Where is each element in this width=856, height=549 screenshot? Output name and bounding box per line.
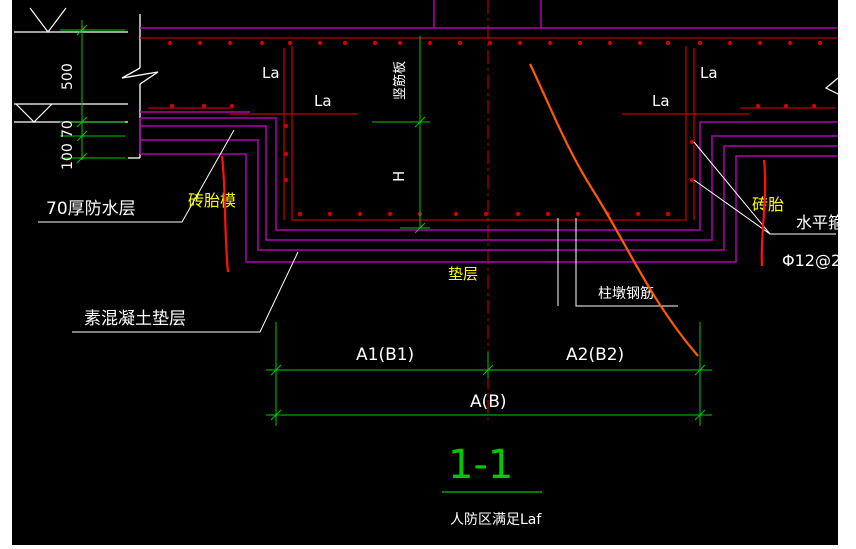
rebar-spec-label: Φ12@2 bbox=[782, 251, 841, 270]
left-dimension-chain bbox=[60, 20, 125, 164]
waterproof-layer-label: 70厚防水层 bbox=[46, 199, 136, 219]
dim-a2b2-label: A2(B2) bbox=[566, 345, 624, 365]
la-label-left-bottom: La bbox=[314, 92, 332, 110]
waterproof-leader bbox=[38, 129, 235, 223]
dim-100-label: 100 bbox=[60, 143, 76, 170]
la-label-right-top: La bbox=[700, 64, 718, 82]
markup-stroke-diagonal bbox=[529, 63, 699, 357]
rebar-dots bbox=[167, 40, 823, 217]
rebar-lines bbox=[140, 37, 838, 221]
dim-70-label: 70 bbox=[60, 120, 76, 138]
dim-h-label: H bbox=[390, 171, 408, 182]
la-label-right-bottom: La bbox=[652, 92, 670, 110]
la-label-left-top: La bbox=[262, 64, 280, 82]
markup-stroke-left bbox=[220, 155, 230, 273]
markup-stroke-right bbox=[760, 159, 767, 267]
column-rebar-label: 柱墩钢筋 bbox=[598, 285, 654, 302]
brick-mold-note: 砖胎模 bbox=[188, 191, 236, 210]
right-edge-marker bbox=[824, 77, 839, 95]
plain-concrete-leader bbox=[72, 251, 299, 333]
horizontal-stirrup-label: 水平箍 bbox=[796, 213, 844, 232]
civil-defense-note: 人防区满足Laf bbox=[450, 512, 542, 528]
dim-ab-label: A(B) bbox=[470, 392, 507, 412]
dim-500-label: 500 bbox=[60, 63, 76, 90]
cushion-note: 垫层 bbox=[448, 265, 478, 283]
leader-lines bbox=[38, 129, 836, 333]
column-rebar-leader bbox=[575, 218, 678, 307]
brick-note: 砖胎 bbox=[752, 195, 784, 214]
drawing-background bbox=[12, 0, 838, 545]
concrete-outlines bbox=[139, 0, 838, 263]
h-dimension bbox=[372, 36, 430, 234]
vertical-rebar-label: 竖筋板 bbox=[392, 61, 408, 100]
dim-a1b1-label: A1(B1) bbox=[356, 345, 414, 365]
bottom-dimensions bbox=[266, 322, 712, 426]
section-title: 1-1 bbox=[448, 442, 513, 488]
plain-concrete-label: 素混凝土垫层 bbox=[84, 309, 186, 329]
